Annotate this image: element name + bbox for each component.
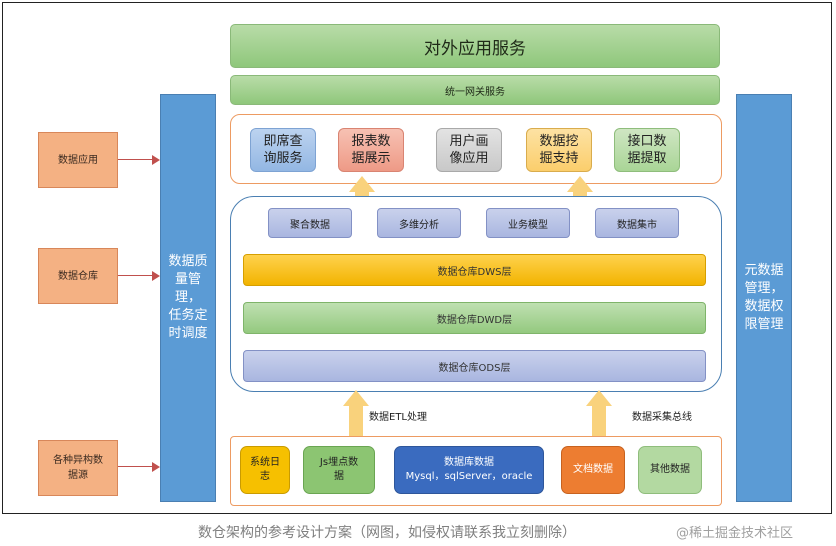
right-sidebar-line: 数据权	[744, 299, 784, 314]
source-line: 志	[260, 471, 270, 482]
label-data-application: 数据应用	[38, 132, 118, 188]
connector-line	[118, 275, 152, 276]
watermark: @稀土掘金技术社区	[676, 526, 794, 541]
app-line: 用户画	[449, 134, 489, 149]
label-data-warehouse-text: 数据仓库	[58, 270, 98, 282]
source-line: 文档数据	[573, 464, 613, 475]
warehouse-button-label: 多维分析	[399, 219, 439, 231]
source-database: 数据库数据 Mysql，sqlServer，oracle	[394, 446, 544, 494]
source-js-tracking: Js埋点数 据	[303, 446, 375, 494]
source-line: Mysql，sqlServer，oracle	[405, 471, 533, 482]
unified-gateway-bar: 统一网关服务	[230, 75, 720, 105]
app-report-display: 报表数 据展示	[338, 128, 404, 172]
connector-arrowhead	[152, 462, 160, 472]
left-sidebar-line: 时调度	[168, 326, 208, 341]
source-line: 其他数据	[650, 464, 690, 475]
app-line: 报表数	[351, 134, 391, 149]
layer-dws: 数据仓库DWS层	[243, 254, 706, 286]
right-sidebar-line: 元数据	[744, 263, 784, 278]
label-sources-line: 各种异构数	[53, 455, 103, 466]
left-sidebar-quality: 数据质 量管理， 任务定 时调度	[160, 94, 216, 502]
right-sidebar-metadata: 元数据 管理， 数据权 限管理	[736, 94, 792, 502]
app-line: 据提取	[627, 151, 667, 166]
app-line: 像应用	[449, 151, 489, 166]
warehouse-data-mart: 数据集市	[595, 208, 679, 238]
app-ad-hoc-query: 即席查 询服务	[250, 128, 316, 172]
source-line: 数据库数据	[444, 457, 494, 468]
connector-arrowhead	[152, 155, 160, 165]
app-user-portrait: 用户画 像应用	[436, 128, 502, 172]
layer-ods: 数据仓库ODS层	[243, 350, 706, 382]
source-system-log: 系统日 志	[240, 446, 290, 494]
warehouse-button-label: 数据集市	[617, 219, 657, 231]
app-line: 数据挖	[539, 134, 579, 149]
warehouse-button-label: 聚合数据	[290, 219, 330, 231]
external-app-service-bar: 对外应用服务	[230, 24, 720, 68]
up-arrow-icon	[343, 390, 369, 442]
app-interface-extraction: 接口数 据提取	[614, 128, 680, 172]
app-line: 掘支持	[539, 151, 579, 166]
layer-dwd: 数据仓库DWD层	[243, 302, 706, 334]
connector-line	[118, 159, 152, 160]
layer-ods-label: 数据仓库ODS层	[438, 362, 511, 374]
left-sidebar-line: 任务定	[168, 308, 208, 323]
collection-bus-label: 数据采集总线	[632, 412, 692, 423]
right-sidebar-line: 管理，	[744, 281, 784, 296]
label-heterogeneous-sources: 各种异构数 据源	[38, 440, 118, 496]
app-line: 即席查	[263, 134, 303, 149]
label-data-warehouse: 数据仓库	[38, 248, 118, 304]
app-data-mining: 数据挖 掘支持	[526, 128, 592, 172]
figure-caption: 数仓架构的参考设计方案（网图，如侵权请联系我立刻删除）	[198, 525, 576, 541]
layer-dws-label: 数据仓库DWS层	[437, 266, 512, 278]
external-app-service-title: 对外应用服务	[424, 38, 526, 59]
label-data-application-text: 数据应用	[58, 154, 98, 166]
app-line: 询服务	[263, 151, 303, 166]
source-other: 其他数据	[638, 446, 702, 494]
source-line: 据	[334, 471, 344, 482]
label-sources-line: 据源	[68, 470, 88, 481]
warehouse-button-label: 业务模型	[508, 219, 548, 231]
etl-label: 数据ETL处理	[369, 412, 427, 423]
warehouse-business-model: 业务模型	[486, 208, 570, 238]
source-line: Js埋点数	[319, 457, 359, 468]
warehouse-aggregated-data: 聚合数据	[268, 208, 352, 238]
app-line: 接口数	[627, 134, 667, 149]
left-sidebar-line: 量管理，	[174, 272, 201, 305]
right-sidebar-line: 限管理	[744, 317, 784, 332]
connector-arrowhead	[152, 271, 160, 281]
source-documents: 文档数据	[561, 446, 625, 494]
app-line: 据展示	[351, 151, 391, 166]
unified-gateway-label: 统一网关服务	[445, 86, 505, 98]
left-sidebar-line: 数据质	[168, 254, 208, 269]
connector-line	[118, 466, 152, 467]
diagram-frame	[2, 2, 832, 514]
layer-dwd-label: 数据仓库DWD层	[436, 314, 513, 326]
warehouse-multidimensional-analysis: 多维分析	[377, 208, 461, 238]
up-arrow-icon	[586, 390, 612, 442]
source-line: 系统日	[250, 457, 280, 468]
